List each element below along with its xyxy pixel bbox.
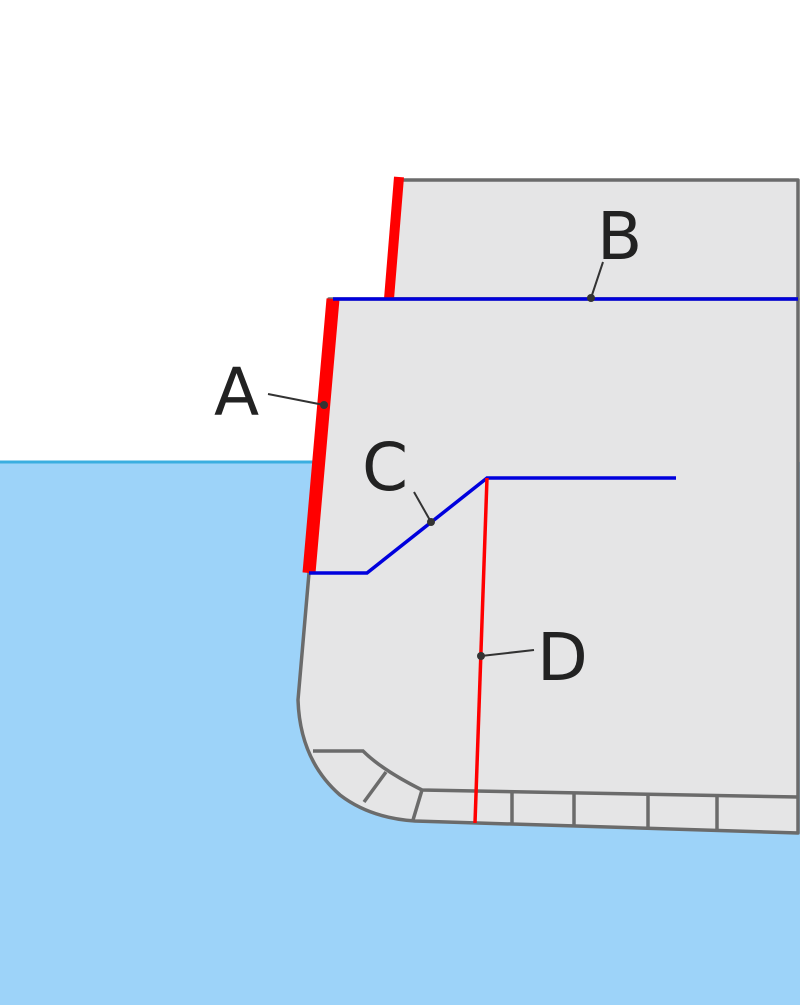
- red-bulkhead: [473, 477, 489, 824]
- label-a: A: [214, 354, 259, 431]
- bottom-frames: [362, 770, 719, 831]
- label-d: D: [537, 619, 588, 696]
- leader-dots: [320, 294, 595, 660]
- upper-deck-structure: [387, 178, 800, 301]
- bilge-inner-line: [313, 749, 799, 799]
- hull-body: [296, 297, 800, 835]
- red-side-shell-lower: [302, 298, 340, 574]
- label-c: C: [362, 429, 408, 506]
- leader-lines: [267, 261, 604, 657]
- blue-inner-deck: [309, 476, 676, 575]
- red-side-shell-upper: [384, 176, 404, 300]
- label-b: B: [597, 198, 642, 275]
